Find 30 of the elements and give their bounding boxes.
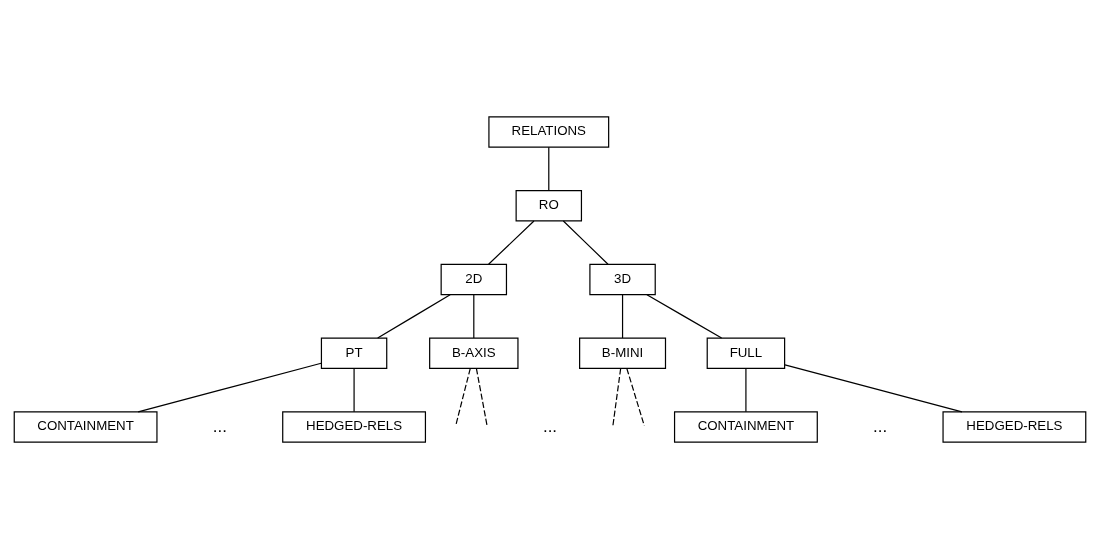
connector [562,220,609,265]
connector [646,294,723,339]
connector [475,367,488,427]
node-box: RO [515,190,583,222]
node-box: RELATIONS [488,116,610,148]
connector [745,367,747,413]
label: ... [212,416,227,436]
connector [473,294,475,339]
connector [626,367,645,427]
node-box: B-MINI [579,337,667,369]
connector [612,367,622,427]
node-box: CONTAINMENT [13,411,158,443]
node-box: HEDGED-RELS [942,411,1087,443]
connector [548,146,550,192]
node-box: B-AXIS [429,337,519,369]
connector [621,294,624,339]
node-box: HEDGED-RELS [282,411,427,443]
connector [137,362,322,413]
node-box: 2D [440,263,508,296]
connector [784,364,963,413]
connector [488,220,535,265]
node-box: 3D [589,263,656,296]
connector [455,367,471,427]
connector [353,367,355,413]
node-box: CONTAINMENT [673,411,818,443]
node-box: PT [320,337,388,369]
label: ... [873,416,888,436]
node-box: FULL [706,337,786,369]
label: ... [542,416,558,436]
connector [377,294,451,339]
